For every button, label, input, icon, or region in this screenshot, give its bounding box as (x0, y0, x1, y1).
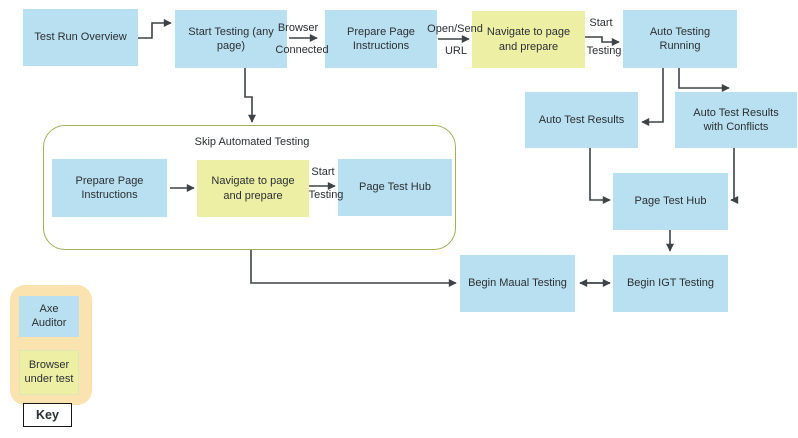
node-begin-igt-testing: Begin IGT Testing (613, 255, 728, 312)
edge-results-to-hub (589, 148, 611, 204)
node-auto-test-results-conflicts: Auto Test Results with Conflicts (675, 92, 797, 148)
node-skip-navigate-to-page: Navigate to page and prepare (197, 160, 309, 217)
node-prepare-page-instructions: Prepare Page Instructions (325, 10, 437, 68)
legend-axe-auditor-swatch: Axe Auditor (19, 296, 79, 337)
skip-automated-testing-title: Skip Automated Testing (194, 136, 310, 148)
edge-label-connected: Connected (275, 44, 329, 56)
edge-start-testing-auto (585, 36, 620, 46)
edge-label-start-auto: Start (589, 17, 613, 29)
node-begin-manual-testing: Begin Maual Testing (460, 255, 575, 312)
node-page-test-hub: Page Test Hub (613, 173, 728, 230)
legend-browser-under-test-swatch: Browser under test (19, 350, 79, 395)
skip-automated-testing-group (43, 125, 456, 250)
edge-label-start-skip: Start (311, 166, 335, 178)
edge-label-testing-auto: Testing (586, 45, 622, 57)
node-test-run-overview: Test Run Overview (23, 9, 138, 66)
edge-label-browser: Browser (277, 22, 319, 34)
node-start-testing: Start Testing (any page) (175, 10, 287, 68)
edge-start-to-skip-group (244, 68, 256, 123)
edge-running-to-conflicts (678, 68, 730, 92)
edge-overview-to-start (138, 19, 172, 39)
node-auto-test-results: Auto Test Results (525, 92, 638, 148)
legend-title: Key (23, 403, 72, 427)
node-skip-prepare-page-instructions: Prepare Page Instructions (52, 159, 167, 217)
node-auto-testing-running: Auto Testing Running (623, 10, 737, 68)
edge-label-open-send: Open/Send (427, 23, 483, 35)
edge-group-to-manual (250, 250, 457, 287)
node-navigate-to-page: Navigate to page and prepare (472, 11, 585, 68)
edge-running-to-results (641, 68, 664, 126)
edge-conflicts-to-hub (730, 148, 739, 204)
edge-label-url: URL (444, 45, 468, 57)
node-skip-page-test-hub: Page Test Hub (338, 159, 452, 216)
edge-label-testing-skip: Testing (308, 189, 344, 201)
